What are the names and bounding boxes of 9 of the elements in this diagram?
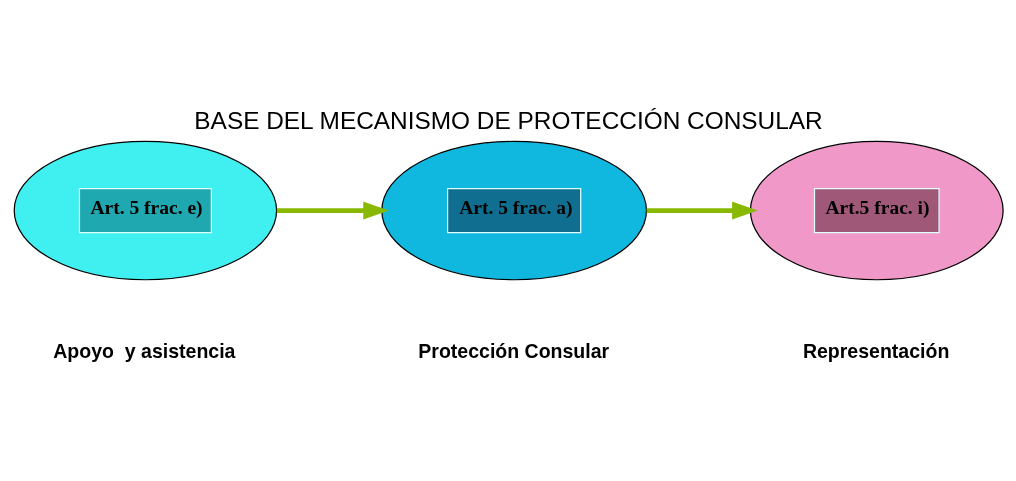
node-ellipse: Art. 5 frac. a)	[380, 140, 647, 281]
node-label: Protección Consular	[417, 339, 609, 362]
arrow	[646, 201, 758, 220]
node-ellipse: Art.5 frac. i)	[749, 140, 1004, 281]
diagram-title: BASE DEL MECANISMO DE PROTECCIÓN CONSULAR	[193, 107, 823, 135]
node-ellipse: Art. 5 frac. e)	[13, 140, 277, 281]
node-label: Apoyo y asistencia	[52, 339, 235, 362]
arrow	[276, 201, 389, 220]
node-label: Representación	[802, 339, 949, 362]
